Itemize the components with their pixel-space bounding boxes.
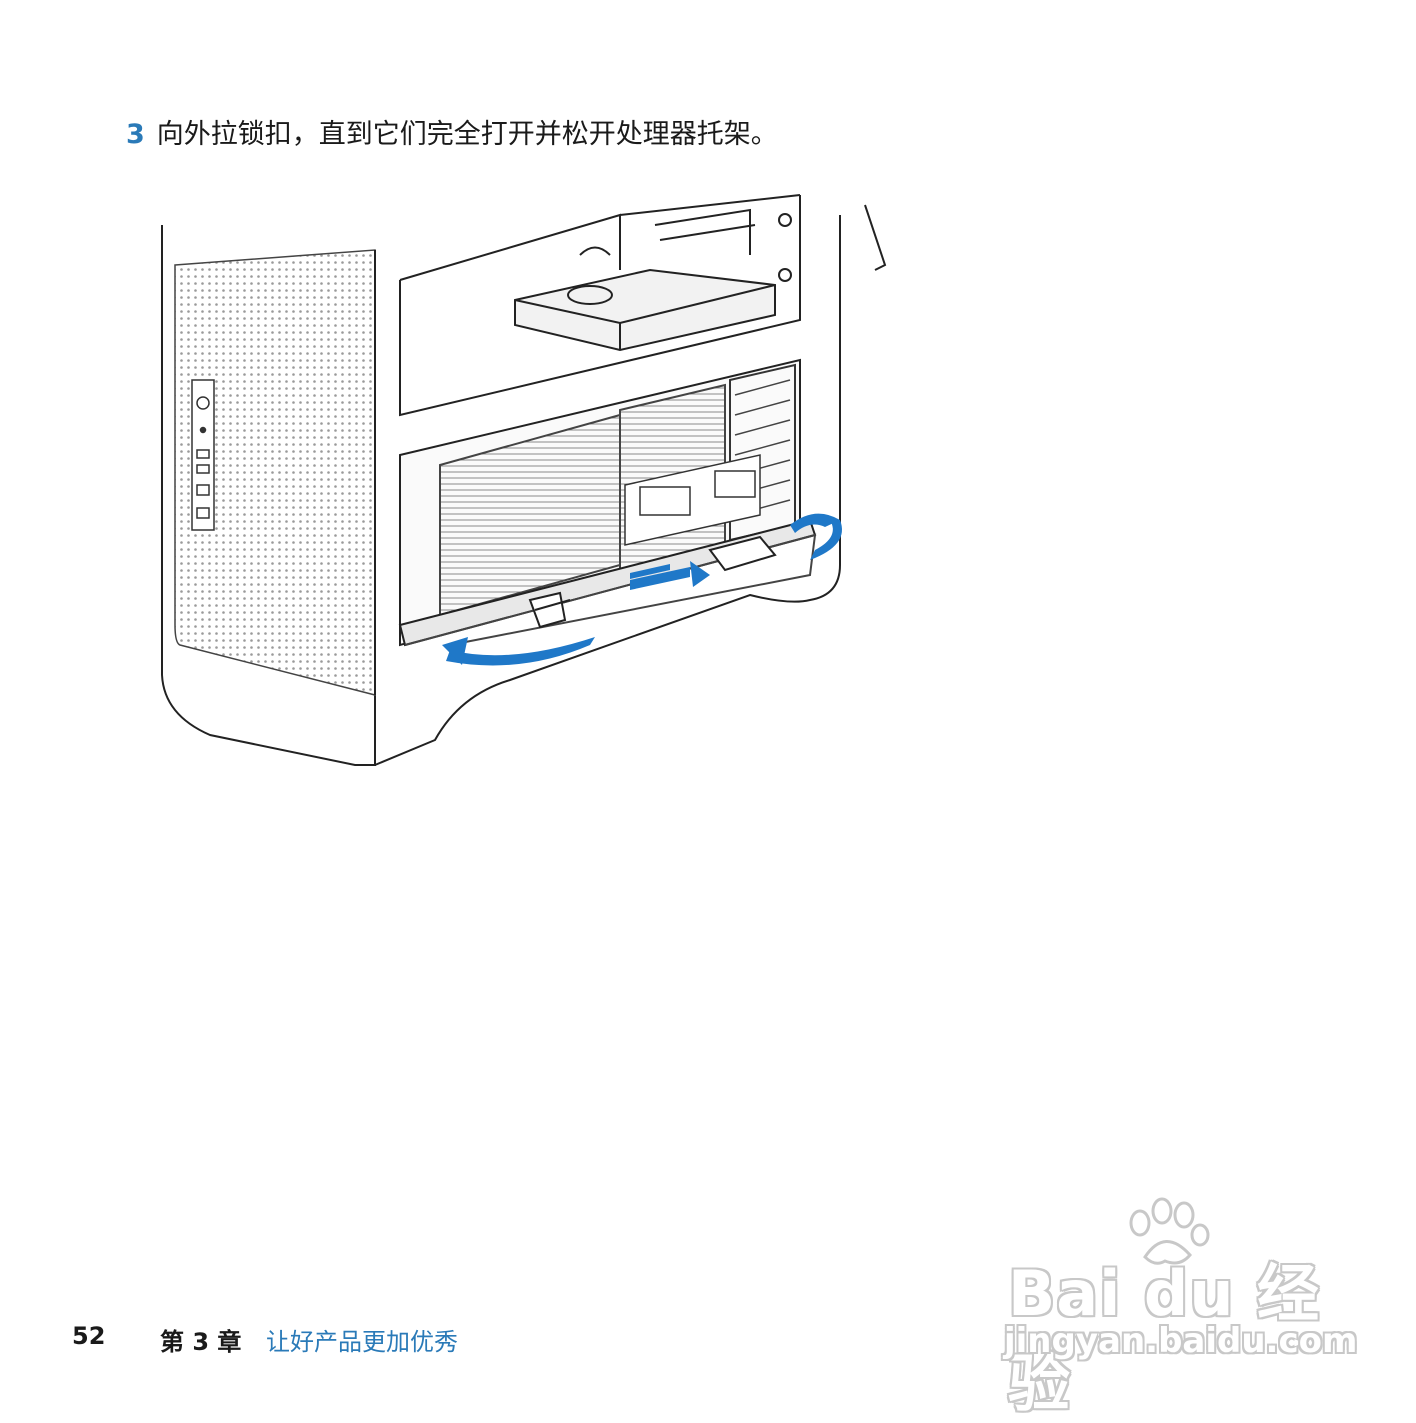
watermark-url: jingyan.baidu.com: [1004, 1321, 1357, 1361]
step-instruction: 3 向外拉锁扣，直到它们完全打开并松开处理器托架。: [126, 112, 778, 151]
front-ports: [192, 380, 214, 530]
step-number: 3: [126, 119, 145, 150]
page-number: 52: [72, 1322, 105, 1350]
baidu-jingyan-watermark: Bai du 经验 jingyan.baidu.com: [1000, 1195, 1340, 1370]
arrow-left-curve: [442, 637, 595, 665]
mac-pro-processor-tray-illustration: [150, 175, 910, 775]
chapter-title: 让好产品更加优秀: [266, 1322, 458, 1357]
step-text: 向外拉锁扣，直到它们完全打开并松开处理器托架。: [157, 119, 778, 150]
chapter-label: 第 3 章: [160, 1322, 241, 1357]
